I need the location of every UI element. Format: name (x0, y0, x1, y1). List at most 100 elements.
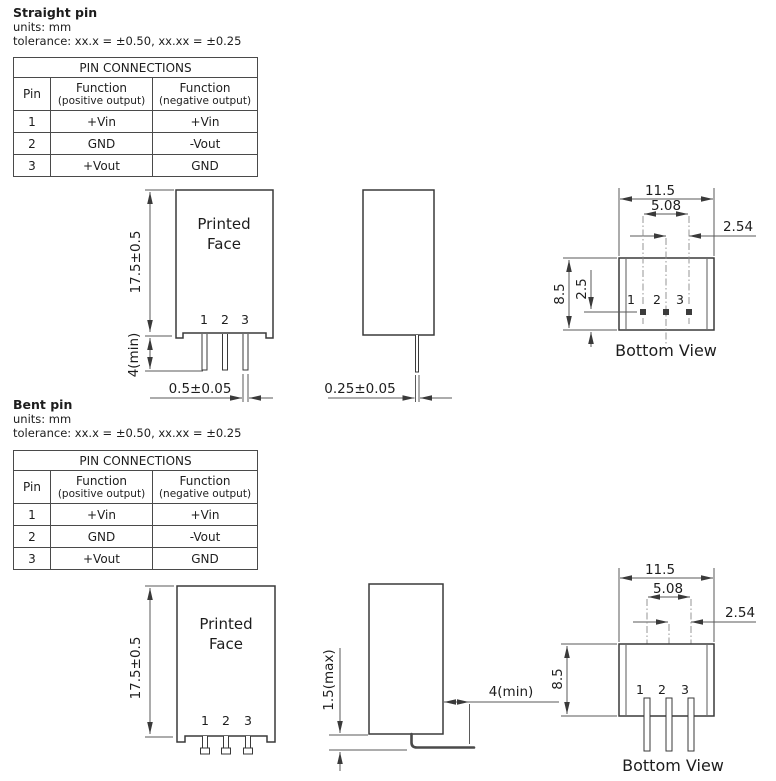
col-header-text: Function (75, 80, 128, 95)
col-header-negative: Function (negative output) (151, 77, 259, 111)
col-header-text: Function (179, 473, 231, 488)
cell-positive: +Vin (50, 503, 153, 526)
straight-section-header: Straight pin units: mm tolerance: xx.x =… (13, 5, 241, 48)
dim-standoff-label: 1.5(max) (321, 649, 337, 710)
dim-body-depth-label: 8.5 (550, 668, 566, 689)
pin-number-label: 2 (653, 292, 661, 307)
dim-body-depth-label: 8.5 (552, 283, 568, 304)
cell-negative: -Vout (151, 525, 259, 548)
dim-pin-thickness: 0.25±0.05 (324, 375, 452, 402)
col-header-pin: Pin (13, 77, 51, 111)
bent-side-view: 1.5(max) 4(min) (321, 583, 559, 771)
pin-lead (222, 334, 228, 371)
dim-pin-span: 5.08 (644, 198, 688, 217)
col-header-positive: Function (positive output) (50, 470, 153, 504)
col-header-subtext: (negative output) (158, 94, 252, 107)
cell-pin: 3 (13, 547, 51, 570)
pin-lead (687, 697, 695, 752)
dim-pin-pitch: 2.54 (630, 219, 756, 239)
cell-negative: +Vin (151, 503, 259, 526)
dim-body-height: 17.5±0.5 (128, 585, 174, 738)
pin-tip (243, 747, 253, 755)
pin-number-label: 1 (636, 682, 644, 697)
pin-number-label: 2 (658, 682, 666, 697)
dim-pin-span-label: 5.08 (651, 198, 681, 214)
pin-connections-table: PIN CONNECTIONS Pin Function (positive o… (12, 57, 259, 177)
dim-pin-thickness-label: 0.25±0.05 (324, 381, 395, 397)
pin-number-label: 1 (200, 312, 208, 327)
table-title: PIN CONNECTIONS (12, 450, 259, 471)
bottom-view-label: Bottom View (615, 341, 717, 360)
cell-pin: 3 (13, 154, 51, 177)
pin-lead (242, 334, 249, 371)
tolerance-note: tolerance: xx.x = ±0.50, xx.xx = ±0.25 (13, 34, 242, 48)
cell-negative: +Vin (151, 110, 259, 133)
pin-number-label: 1 (201, 713, 209, 728)
pin-tip (200, 747, 210, 755)
dim-pin-width-label: 0.5±0.05 (169, 381, 232, 397)
section-title: Bent pin (13, 397, 73, 412)
dim-body-height: 17.5±0.5 (128, 189, 174, 337)
col-header-pin: Pin (13, 470, 51, 504)
bent-front-view: Printed Face 1 2 3 17.5±0.5 (128, 585, 276, 755)
table-row: 1 +Vin +Vin (13, 503, 259, 526)
pin-lead (245, 736, 251, 749)
bent-pin-lead (410, 732, 476, 749)
dim-body-width-label: 11.5 (645, 183, 675, 199)
module-body (176, 585, 276, 743)
dim-pin-pitch-label: 2.54 (725, 605, 755, 621)
table-row: 2 GND -Vout (13, 132, 259, 155)
col-header-negative: Function (negative output) (151, 470, 259, 504)
dim-pin-width: 0.5±0.05 (150, 374, 273, 402)
cell-pin: 1 (13, 110, 51, 133)
straight-side-view: 0.25±0.05 (324, 189, 452, 402)
dim-pin-length: 4(min) (444, 684, 559, 744)
dim-body-width-label: 11.5 (645, 562, 675, 578)
bottom-view-label: Bottom View (622, 756, 724, 775)
col-header-text: Function (75, 473, 128, 488)
dim-pin-span-label: 5.08 (653, 581, 683, 597)
pin-number-label: 1 (627, 292, 635, 307)
units-note: units: mm (13, 20, 72, 34)
printed-face-label: Face (207, 235, 241, 253)
dim-pin-length: 4(min) (126, 333, 203, 378)
cell-positive: GND (50, 525, 153, 548)
pin-lead (415, 335, 419, 373)
dim-pin-row-offset: 2.5 (574, 270, 637, 347)
pin-lead (202, 736, 208, 749)
dim-body-width: 11.5 (618, 562, 715, 642)
cell-negative: GND (151, 547, 259, 570)
printed-face-label: Printed (199, 615, 252, 633)
module-body (175, 189, 274, 339)
bent-section-header: Bent pin units: mm tolerance: xx.x = ±0.… (13, 397, 241, 440)
pin-lead (665, 697, 673, 752)
col-header-text: Function (179, 80, 231, 95)
cell-negative: GND (151, 154, 259, 177)
cell-positive: +Vout (50, 154, 153, 177)
col-header-subtext: (positive output) (57, 94, 146, 107)
straight-front-view: Printed Face 1 2 3 17.5±0.5 4(min) (126, 189, 274, 402)
pin-number-label: 2 (221, 312, 229, 327)
col-header-positive: Function (positive output) (50, 77, 153, 111)
pin-pad (640, 309, 646, 315)
dim-pin-length-label: 4(min) (489, 684, 534, 700)
cell-negative: -Vout (151, 132, 259, 155)
table-title: PIN CONNECTIONS (12, 57, 259, 78)
dim-body-depth: 8.5 (552, 257, 617, 331)
dim-body-depth: 8.5 (550, 643, 617, 717)
dim-pin-length-label: 4(min) (126, 333, 142, 378)
pin-pad (663, 309, 669, 315)
dim-pin-pitch-label: 2.54 (723, 219, 753, 235)
pin-lead (201, 334, 208, 371)
printed-face-label: Face (209, 635, 243, 653)
pin-number-label: 3 (676, 292, 684, 307)
section-title: Straight pin (13, 5, 98, 20)
pin-pad (686, 309, 692, 315)
dim-pin-pitch: 2.54 (633, 605, 756, 625)
col-header-subtext: (positive output) (57, 487, 146, 500)
cell-pin: 2 (13, 525, 51, 548)
table-row: 2 GND -Vout (13, 525, 259, 548)
table-row: 3 +Vout GND (13, 154, 259, 177)
printed-face-label: Printed (197, 215, 250, 233)
